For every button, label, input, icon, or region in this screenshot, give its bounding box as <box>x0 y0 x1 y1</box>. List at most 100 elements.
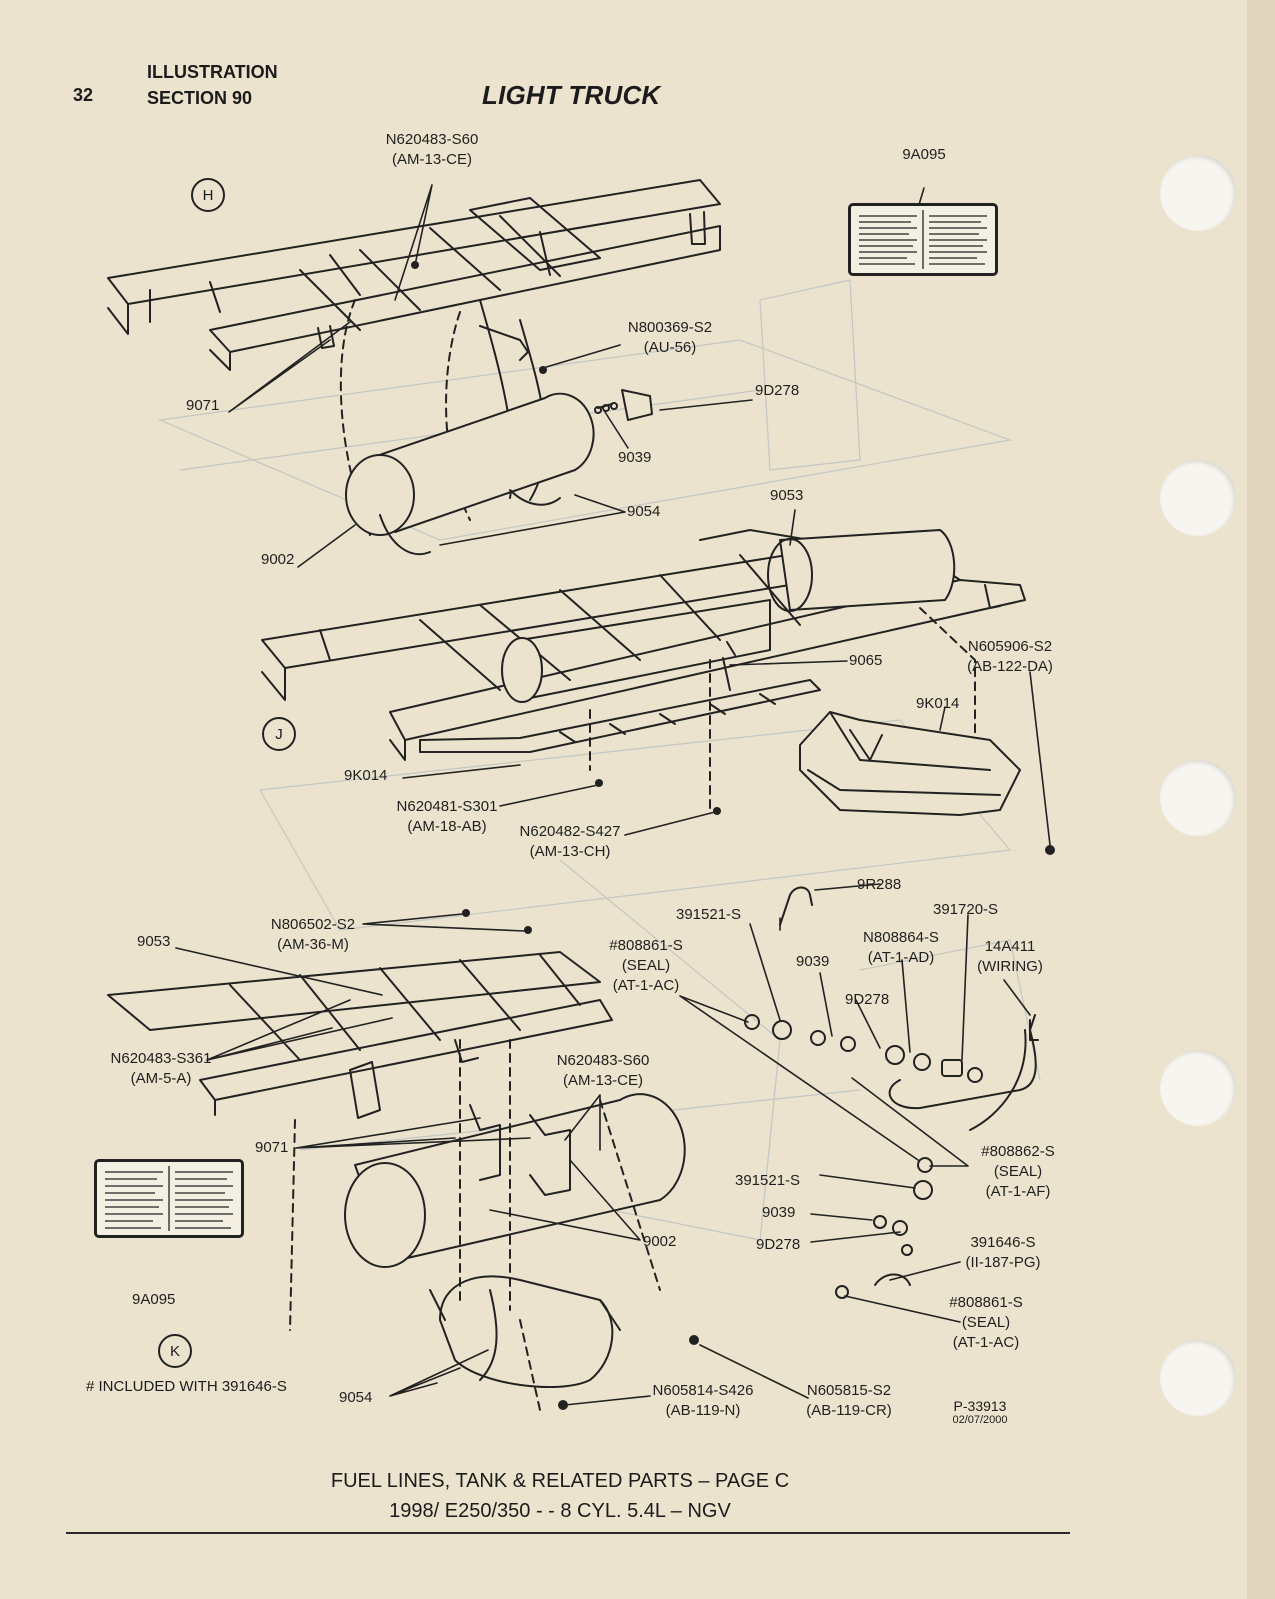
callout-14a411: 14A411 (WIRING) <box>977 937 1043 977</box>
hardware-code: (AM-13-CE) <box>562 1072 644 1089</box>
callout-9039-detail-bottom: 9039 <box>762 1204 796 1221</box>
callout-9d278-detail-bottom: 9D278 <box>756 1236 801 1253</box>
page-title: LIGHT TRUCK <box>482 80 661 110</box>
part-number: #808861-S <box>949 1294 1023 1311</box>
callout-9r288: 9R288 <box>857 876 902 893</box>
caption-line-2: 1998/ E250/350 - - 8 CYL. 5.4L – NGV <box>389 1500 731 1522</box>
callout-9071-k: 9071 <box>255 1139 289 1156</box>
punch-hole <box>1160 460 1236 536</box>
hardware-code: (AM-13-CH) <box>529 843 611 860</box>
callout-n605906-s2: N605906-S2 (AB-122-DA) <box>967 637 1053 677</box>
callout-9002-top: 9002 <box>261 551 295 568</box>
hardware-code: (AM-18-AB) <box>407 818 487 835</box>
page-number: 32 <box>73 85 94 105</box>
hardware-code: (AT-1-AC) <box>612 977 680 994</box>
callout-9a095-bottom: 9A095 <box>132 1291 176 1308</box>
callout-n808864-s: N808864-S (AT-1-AD) <box>863 928 939 968</box>
warning-decal-top <box>848 203 998 276</box>
part-description: (SEAL) <box>621 957 671 974</box>
paper-edge <box>1247 0 1275 1599</box>
decal-text-lines <box>105 1166 233 1231</box>
view-marker-k: K <box>158 1334 192 1368</box>
section-line-illustration: ILLUSTRATION <box>147 62 278 82</box>
bottom-rule <box>66 1532 1070 1534</box>
callout-9d278-detail-top: 9D278 <box>845 991 890 1008</box>
part-number: 14A411 <box>984 938 1036 955</box>
callout-9a095-top: 9A095 <box>902 146 946 163</box>
illustration-reference: P-33913 02/07/2000 <box>952 1398 1007 1427</box>
hardware-code: (AB-119-CR) <box>806 1402 892 1419</box>
part-number: N808864-S <box>863 929 939 946</box>
callout-9d278-top: 9D278 <box>755 382 800 399</box>
part-number: N620483-S60 <box>385 131 479 148</box>
view-marker-j: J <box>262 717 296 751</box>
view-k-fasteners <box>462 909 699 1410</box>
callout-9065: 9065 <box>849 652 883 669</box>
callout-808861-s-top: #808861-S (SEAL) (AT-1-AC) <box>609 936 682 996</box>
view-k-tank <box>289 1039 686 1411</box>
hardware-code: (AM-36-M) <box>277 936 349 953</box>
part-number: N620482-S427 <box>519 823 621 840</box>
hardware-code: (AT-1-AF) <box>985 1183 1051 1200</box>
callout-391521-s-top: 391521-S <box>676 906 742 923</box>
callout-n620483-s60-top: N620483-S60 (AM-13-CE) <box>386 130 479 170</box>
callout-391720-s: 391720-S <box>933 901 999 918</box>
callout-n620482-s427: N620482-S427 (AM-13-CH) <box>520 822 621 862</box>
callout-9053-j: 9053 <box>770 487 804 504</box>
punch-hole <box>1160 1050 1236 1126</box>
fuel-line-assembly <box>744 886 1039 1299</box>
part-number: N806502-S2 <box>270 916 356 933</box>
part-number: N605815-S2 <box>806 1382 892 1399</box>
hardware-code: (AM-5-A) <box>130 1070 192 1087</box>
warning-decal-bottom <box>94 1159 244 1238</box>
part-number: 391646-S <box>970 1234 1036 1251</box>
callout-n806502-s2: N806502-S2 (AM-36-M) <box>271 915 355 955</box>
part-number: N620481-S301 <box>396 798 498 815</box>
hardware-code: (AB-119-N) <box>665 1402 741 1419</box>
view-k-frame <box>107 951 613 1119</box>
part-number: N620483-S60 <box>556 1052 650 1069</box>
punch-hole <box>1160 1340 1236 1416</box>
illustration-date: 02/07/2000 <box>952 1414 1008 1426</box>
callout-391646-s: 391646-S (II-187-PG) <box>965 1233 1040 1273</box>
punch-hole <box>1160 760 1236 836</box>
hardware-code: (AU-56) <box>643 339 697 356</box>
callout-9039-top: 9039 <box>618 449 652 466</box>
view-j-shield <box>799 711 1021 816</box>
caption-line-1: FUEL LINES, TANK & RELATED PARTS – PAGE … <box>330 1470 790 1492</box>
callout-n605815-s2: N605815-S2 (AB-119-CR) <box>806 1381 892 1421</box>
hardware-code: (AT-1-AC) <box>952 1334 1020 1351</box>
callout-391521-s-bottom: 391521-S <box>735 1172 801 1189</box>
part-number: #808861-S <box>609 937 683 954</box>
view-marker-h: H <box>191 178 225 212</box>
punch-hole <box>1160 155 1236 231</box>
callout-808861-s-bottom: #808861-S (SEAL) (AT-1-AC) <box>949 1293 1022 1353</box>
callout-n620483-s361: N620483-S361 (AM-5-A) <box>111 1049 212 1089</box>
part-description: (SEAL) <box>993 1163 1043 1180</box>
part-description: (SEAL) <box>961 1314 1011 1331</box>
hardware-code: (AM-13-CE) <box>391 151 473 168</box>
hardware-code: (II-187-PG) <box>965 1254 1041 1271</box>
leader-lines <box>175 184 1051 1406</box>
part-number: N605906-S2 <box>967 638 1053 655</box>
callout-9002-k: 9002 <box>643 1233 677 1250</box>
hardware-code: (AB-122-DA) <box>967 658 1053 675</box>
part-number: N620483-S361 <box>110 1050 212 1067</box>
callout-9053-k: 9053 <box>137 933 171 950</box>
section-line-section: SECTION 90 <box>147 88 253 108</box>
callout-n620483-s60-k: N620483-S60 (AM-13-CE) <box>557 1051 650 1091</box>
decal-text-lines <box>859 210 987 269</box>
part-description: (WIRING) <box>977 958 1043 975</box>
section-heading: ILLUSTRATION SECTION 90 <box>147 59 278 111</box>
illustration-code: P-33913 <box>953 1398 1007 1414</box>
callout-808862-s: #808862-S (SEAL) (AT-1-AF) <box>981 1142 1054 1202</box>
view-h-tank <box>339 299 653 556</box>
view-j-frame <box>261 529 1026 811</box>
callout-9054-k: 9054 <box>339 1389 373 1406</box>
part-number: N605814-S426 <box>652 1382 754 1399</box>
callout-9039-detail-top: 9039 <box>796 953 830 970</box>
footnote: # INCLUDED WITH 391646-S <box>86 1378 287 1395</box>
callout-9k014-left: 9K014 <box>344 767 388 784</box>
